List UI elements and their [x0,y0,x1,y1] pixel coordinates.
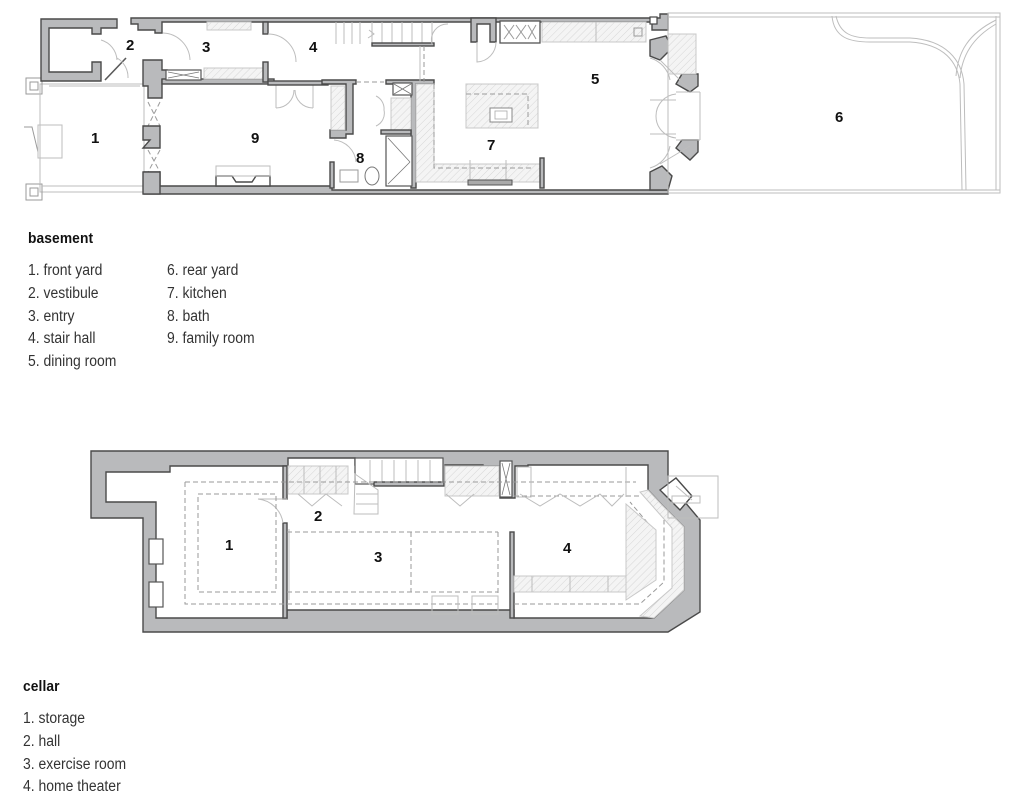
cellar-stairs [287,457,513,515]
cellar-room-1-label: 1 [225,537,233,554]
legend-item: 3. exercise room [23,755,127,773]
cellar-plan-drawing: 1 2 3 4 [90,450,719,633]
basement-room-5-label: 5 [591,71,599,88]
kitchen-counters [415,83,545,189]
basement-room-1-label: 1 [91,130,99,147]
legend-item: 4. stair hall [28,330,96,348]
legend-item: 2. vestibule [28,284,99,302]
basement-legend-title: basement [28,230,94,247]
basement-legend-left: 1. front yard 2. vestibule 3. entry 4. s… [28,260,126,374]
basement-room-8-label: 8 [356,150,364,167]
basement-room-2-label: 2 [126,37,134,54]
cellar-legend-title: cellar [23,678,60,695]
cellar-room-4-label: 4 [563,540,572,557]
legend-item: 2. hall [23,732,61,750]
basement-plan-drawing: 1 2 3 4 5 6 7 8 9 [24,12,1001,201]
legend-item: 8. bath [167,307,210,325]
legend-item: 7. kitchen [167,284,227,302]
basement-room-6-label: 6 [835,109,843,126]
rear-bay-walls [649,33,701,191]
legend-item: 9. family room [167,330,255,348]
bath-walls [321,46,435,189]
basement-room-7-label: 7 [487,137,495,154]
legend-item: 1. front yard [28,262,103,279]
basement-room-4-label: 4 [309,39,318,56]
legend-item: 3. entry [28,307,75,325]
basement-stairs [335,22,449,47]
basement-legend-right: 6. rear yard 7. kitchen 8. bath 9. famil… [167,260,264,351]
basement-room-9-label: 9 [251,130,259,147]
legend-item: 1. storage [23,710,86,727]
legend-item: 4. home theater [23,778,121,796]
cellar-room-3-label: 3 [374,549,382,566]
vestibule-walls [40,18,140,87]
rear-yard-area [667,12,1001,194]
legend-item: 6. rear yard [167,262,239,279]
legend-item: 5. dining room [28,353,117,371]
basement-room-3-label: 3 [202,39,210,56]
basement-main-walls [130,13,701,195]
cellar-room-2-label: 2 [314,508,322,525]
cellar-legend: 1. storage 2. hall 3. exercise room 4. h… [23,708,138,799]
